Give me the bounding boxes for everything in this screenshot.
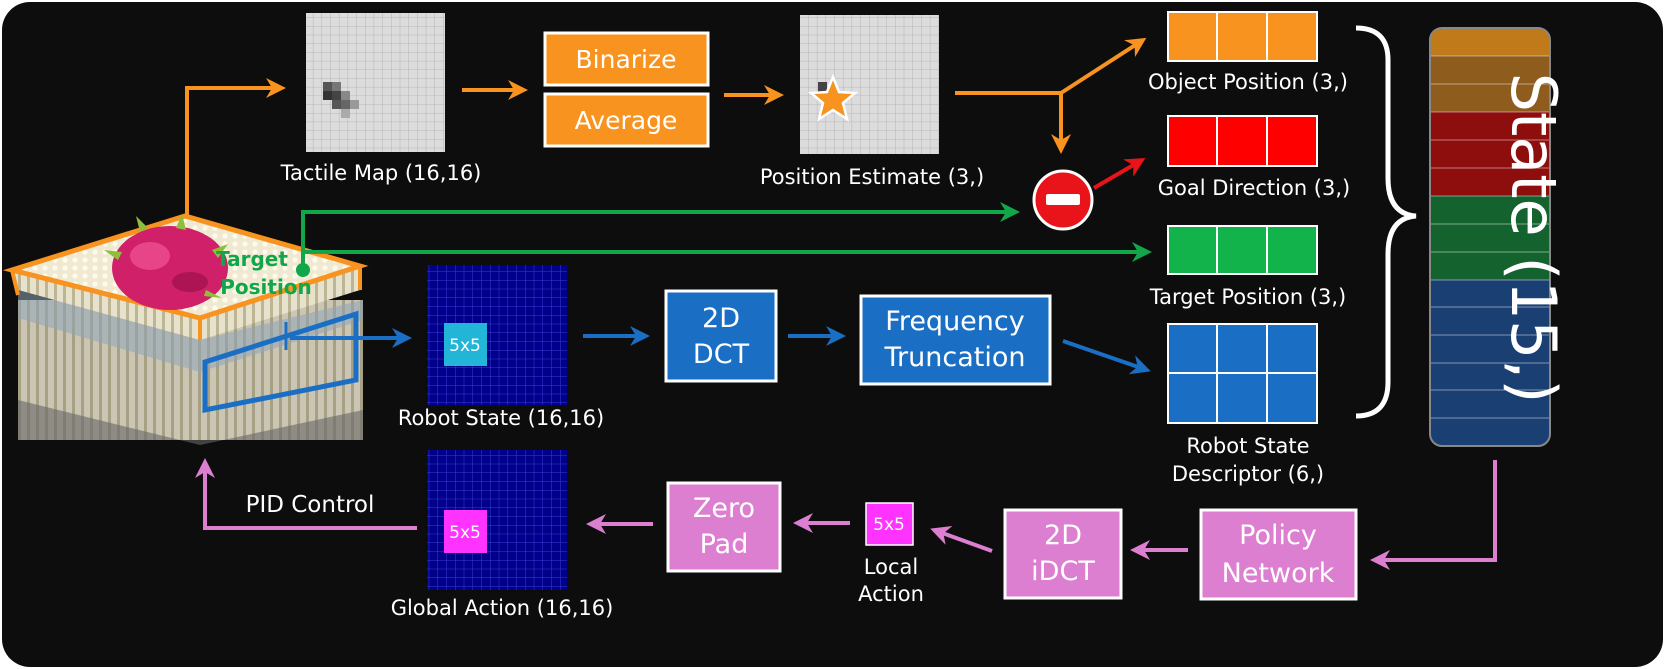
frequency-truncation-label-line1: Frequency: [885, 306, 1025, 337]
state-vector-label: State (15,): [1497, 73, 1570, 404]
orange-arrow-to-object-position: [1059, 37, 1147, 95]
star-icon: [807, 73, 859, 122]
tactile-map-label: Tactile Map (16,16): [280, 161, 482, 185]
robot-state-grid: [427, 265, 567, 405]
binarize-label: Binarize: [576, 45, 677, 74]
robot-state-descriptor-label-line2: Descriptor (6,): [1172, 462, 1324, 486]
zero-pad-box: [666, 481, 782, 573]
pid-control-label: PID Control: [246, 492, 375, 518]
pink-arrow-idct-to-local-action: [930, 526, 993, 553]
global-action-patch-label: 5x5: [449, 523, 481, 543]
robot-state-patch-label: 5x5: [449, 336, 481, 356]
idct-label-line2: iDCT: [1031, 556, 1095, 587]
pink-arrow-global-to-photo: [195, 458, 417, 530]
red-arrow-to-goal-direction: [1092, 157, 1146, 190]
tactile-map-grid: [306, 13, 445, 152]
local-action-patch-label: 5x5: [873, 515, 905, 535]
binarize-box: [543, 31, 710, 87]
target-position-label-line1: Target: [216, 247, 288, 271]
policy-network-label-line2: Network: [1222, 558, 1335, 589]
average-label: Average: [575, 106, 678, 135]
idct-box: [1003, 508, 1123, 600]
robot-device-photo: [2, 213, 369, 445]
average-box: [543, 92, 710, 148]
frequency-truncation-box: [859, 294, 1052, 386]
idct-label-line1: 2D: [1044, 520, 1082, 551]
target-position-vector: [1167, 225, 1318, 275]
frequency-truncation-label-line2: Truncation: [884, 342, 1026, 373]
policy-network-label-line1: Policy: [1239, 520, 1317, 551]
local-action-label-line2: Action: [858, 582, 924, 606]
blue-arrow-frequency-to-descriptor: [1062, 339, 1151, 375]
zero-pad-label-line2: Pad: [700, 529, 749, 560]
target-position-vector-label: Target Position (3,): [1149, 285, 1347, 309]
dragon-fruit: [104, 214, 228, 310]
state-vector-column: [1429, 27, 1551, 447]
right-brace-icon: [1355, 25, 1417, 419]
local-action-patch: [865, 502, 914, 546]
object-position-label: Object Position (3,): [1148, 70, 1348, 94]
object-position-vector: [1167, 11, 1318, 62]
dct-box: [664, 289, 778, 383]
global-action-label: Global Action (16,16): [391, 596, 614, 620]
goal-direction-label: Goal Direction (3,): [1158, 176, 1350, 200]
zero-pad-label-line1: Zero: [693, 493, 755, 524]
goal-direction-vector: [1167, 115, 1318, 167]
target-position-label-line2: Position: [220, 275, 312, 299]
dct-label-line2: DCT: [693, 339, 750, 370]
robot-state-descriptor-vector: [1167, 323, 1318, 424]
dct-label-line1: 2D: [702, 303, 740, 334]
robot-state-descriptor-label-line1: Robot State: [1186, 434, 1309, 458]
robot-state-outline: [202, 310, 359, 414]
position-estimate-grid: [800, 15, 939, 154]
position-estimate-label: Position Estimate (3,): [760, 165, 984, 189]
policy-network-box: [1199, 508, 1358, 601]
orange-arrow-photo-to-tactile: [185, 78, 286, 215]
local-action-label-line1: Local: [864, 555, 918, 579]
pink-arrow-state-to-policy: [1370, 460, 1497, 570]
global-action-grid: [427, 450, 567, 590]
robot-state-label: Robot State (16,16): [398, 406, 604, 430]
